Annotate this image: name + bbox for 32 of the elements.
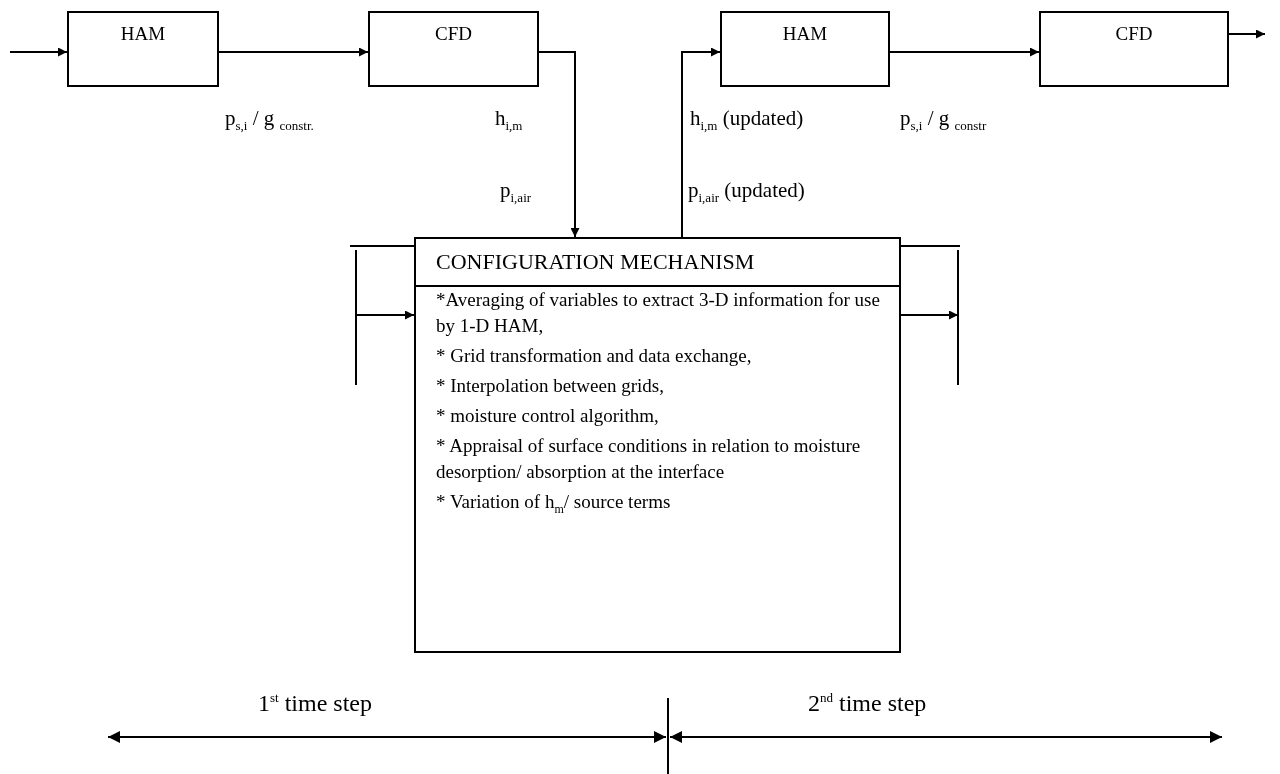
process-box (368, 11, 539, 87)
arrow (889, 47, 1040, 57)
variable-label: p$_{s,i}$ / g $_{constr}$ (900, 106, 987, 135)
arrow (218, 47, 369, 57)
box-label: CFD (1115, 23, 1153, 45)
arrow (681, 47, 721, 238)
variable-label: p$_{i,air}$ (500, 178, 532, 207)
process-box (720, 11, 890, 87)
bullet-item: *Averaging of variables to extract 3-D information for use by 1-D HAM, (436, 288, 881, 338)
variable-label: h$_{i,m}$ (updated) (690, 106, 804, 135)
process-box (1039, 11, 1229, 87)
box-label: HAM (120, 23, 166, 45)
bullet-item: * Grid transformation and data exchange, (436, 344, 753, 368)
bullet-item: * moisture control algorithm, (436, 404, 660, 428)
box-heading: CONFIGURATION MECHANISM (416, 239, 899, 287)
process-box (67, 11, 219, 87)
bullet-item: * Variation of h$_{m}$/ source terms (436, 490, 672, 518)
arrow (538, 51, 580, 238)
arrow (355, 310, 415, 320)
box-label: HAM (782, 23, 828, 45)
arrow (1228, 29, 1266, 39)
arrow (9, 47, 68, 57)
arrow (900, 310, 959, 320)
variable-label: p$_{s,i}$ / g $_{constr.}$ (225, 106, 314, 135)
variable-label: h$_{i,m}$ (495, 106, 523, 135)
bullet-item: * Appraisal of surface conditions in relation to moisture desorption/ absorption at the interface (436, 434, 862, 484)
variable-label: p$_{i,air}$ (updated) (688, 178, 805, 207)
box-label: CFD (435, 23, 472, 45)
mechanism-box (414, 237, 901, 653)
bullet-item: * Interpolation between grids, (436, 374, 665, 398)
dimension-label: 2$^{nd}$ time step (808, 690, 927, 717)
dimension-label: 1$^{st}$ time step (258, 690, 372, 717)
